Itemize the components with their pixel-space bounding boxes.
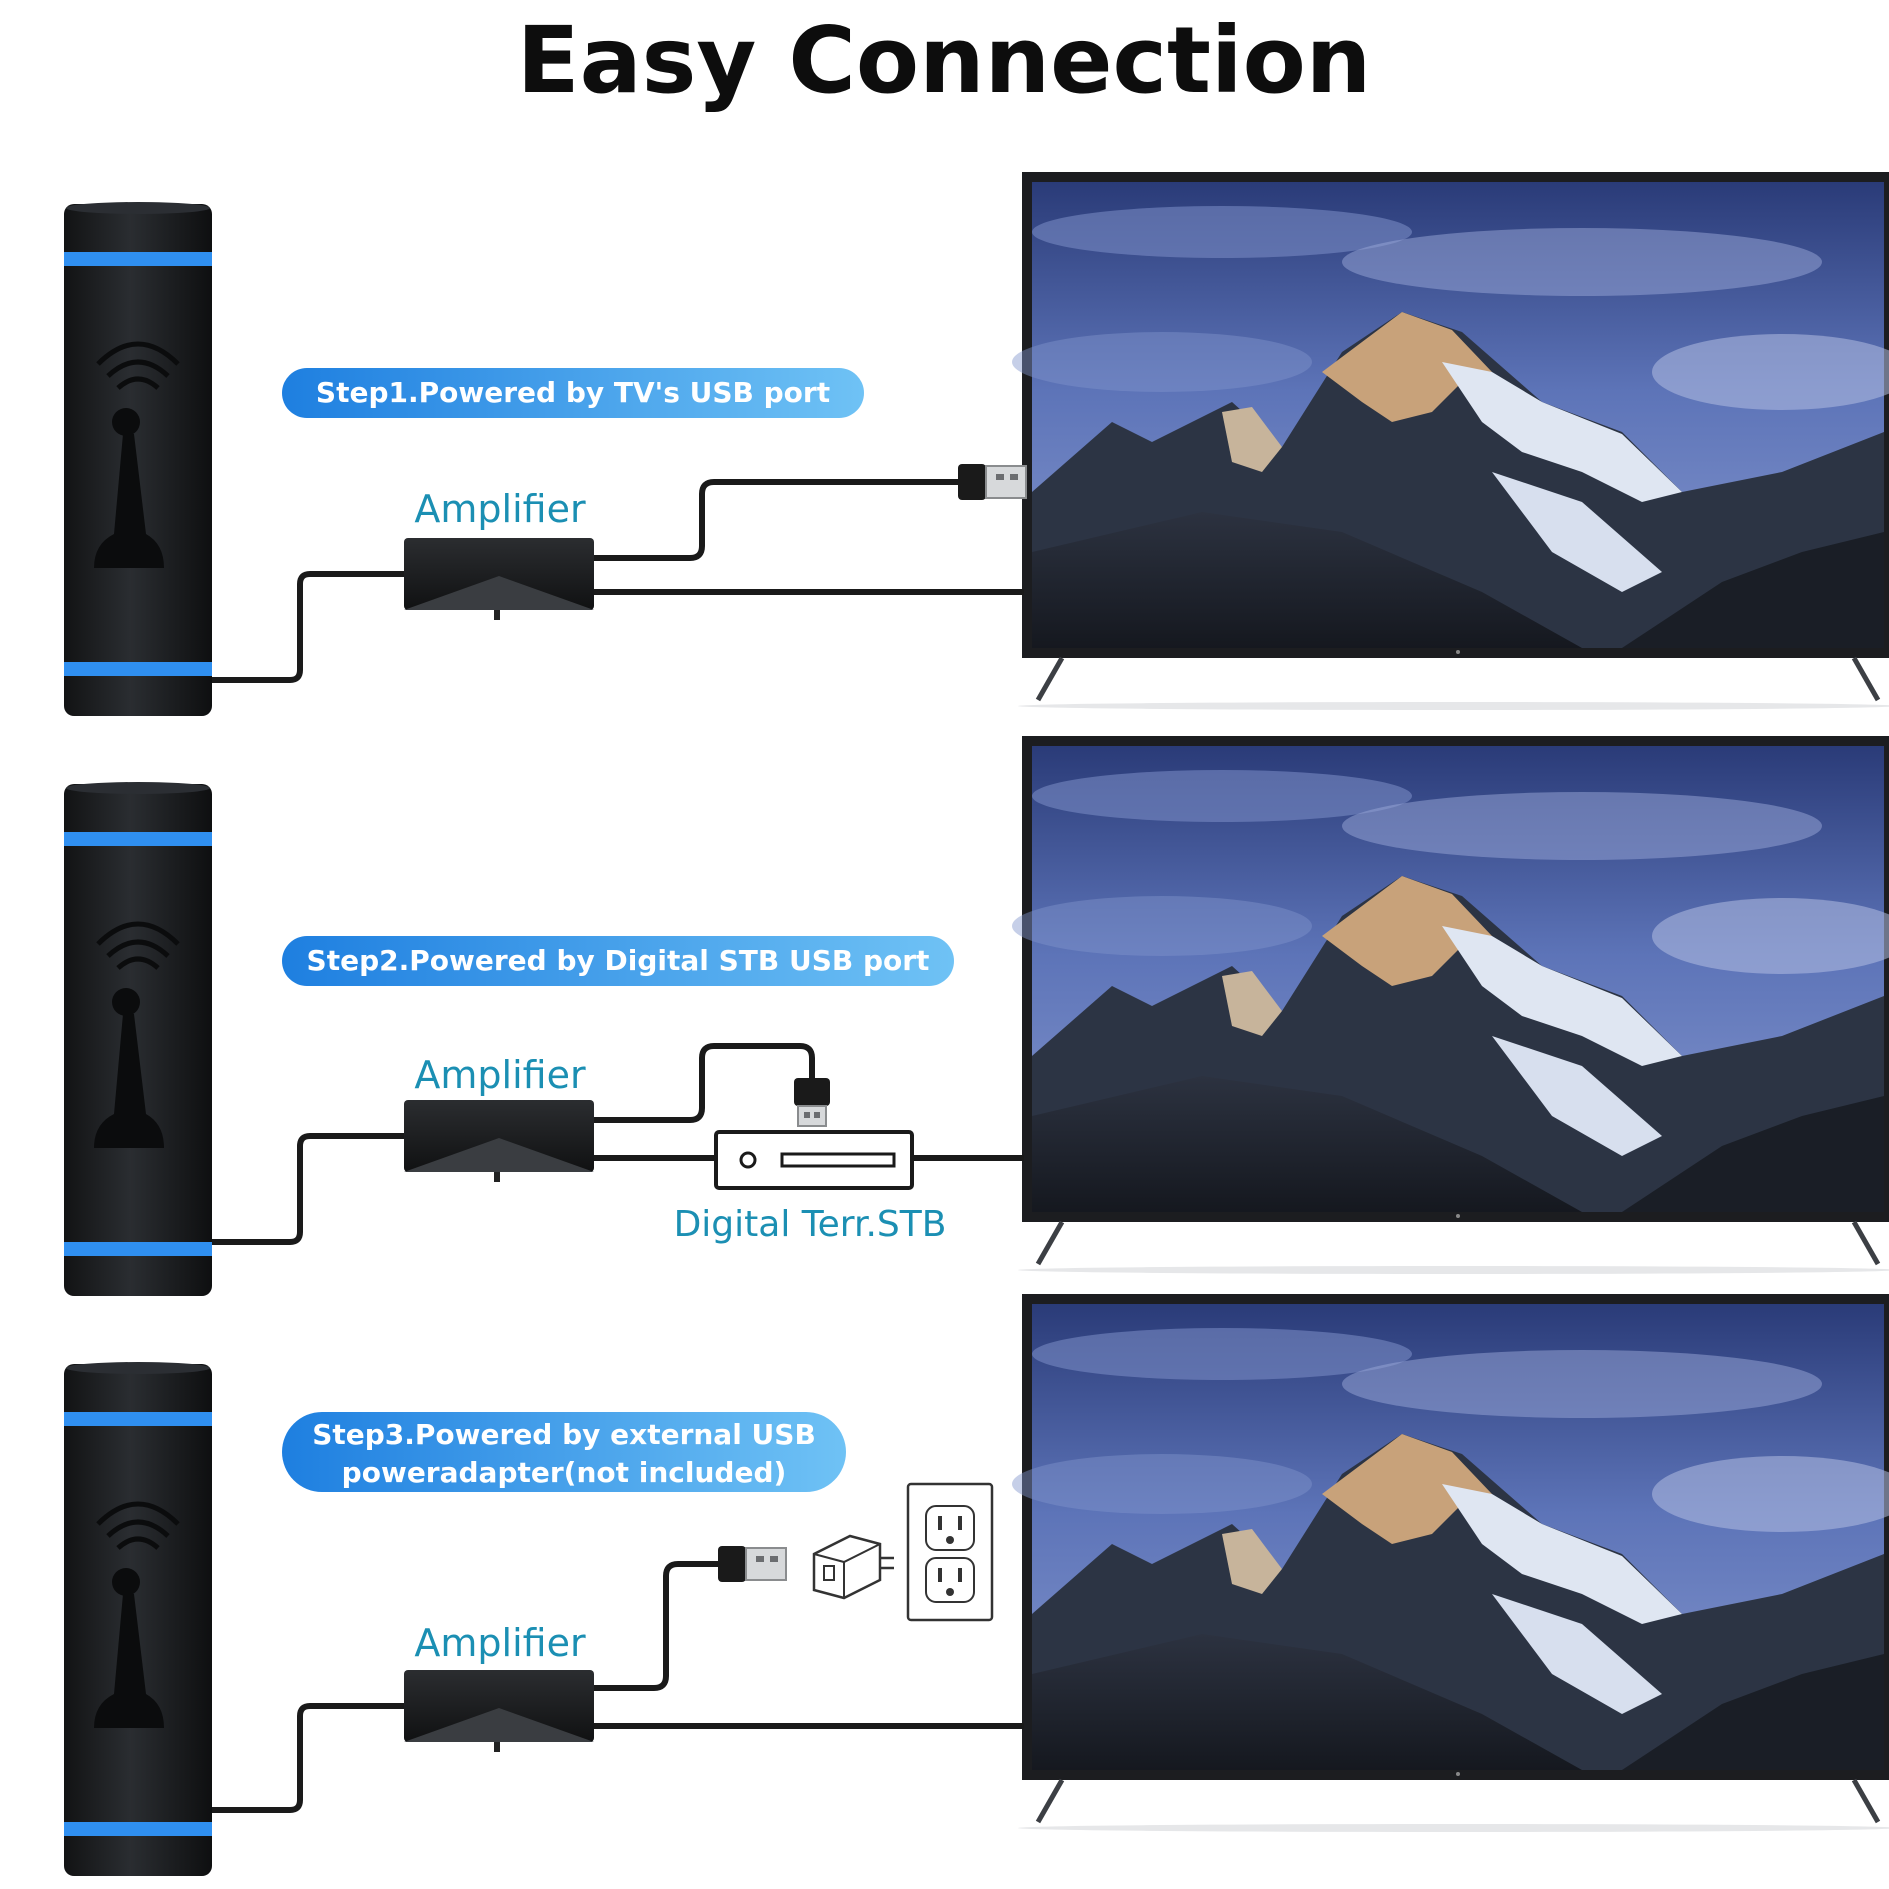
step-1-pill: Step1.Powered by TV's USB port — [282, 368, 864, 418]
step-2-text: Step2.Powered by Digital STB USB port — [307, 944, 930, 977]
step-1: Step1.Powered by TV's USB port Amplifier — [64, 172, 1889, 716]
step-3-text-line1: Step3.Powered by external USB — [312, 1418, 816, 1451]
step-3: Step3.Powered by external USB poweradapt… — [64, 1294, 1889, 1876]
amplifier-icon — [404, 1670, 594, 1752]
step-2-pill: Step2.Powered by Digital STB USB port — [282, 936, 954, 986]
usb-power-adapter-icon — [812, 1534, 894, 1600]
page-title: Easy Connection — [517, 7, 1372, 114]
amplifier-label: Amplifier — [414, 487, 586, 531]
cable — [212, 1133, 406, 1245]
step-1-text: Step1.Powered by TV's USB port — [316, 376, 830, 409]
amplifier-label: Amplifier — [414, 1053, 586, 1097]
antenna-icon — [64, 1362, 212, 1876]
usb-plug-icon — [957, 463, 1027, 501]
step-3-text-line2: poweradapter(not included) — [342, 1456, 787, 1489]
tv-icon — [1012, 736, 1889, 1274]
cable — [212, 571, 406, 683]
stb-label: Digital Terr.STB — [674, 1204, 947, 1245]
step-2: Step2.Powered by Digital STB USB port Am… — [64, 736, 1889, 1296]
tv-icon — [1012, 172, 1889, 710]
antenna-icon — [64, 782, 212, 1296]
wall-outlet-icon — [906, 1482, 994, 1622]
step-3-pill: Step3.Powered by external USB poweradapt… — [282, 1412, 846, 1492]
amplifier-icon — [404, 1100, 594, 1182]
tv-icon — [1012, 1294, 1889, 1832]
amplifier-label: Amplifier — [414, 1621, 586, 1665]
amplifier-icon — [404, 538, 594, 620]
usb-plug-icon — [717, 1545, 787, 1583]
cable — [594, 1561, 722, 1691]
cable — [594, 1043, 815, 1123]
cable — [212, 1703, 406, 1813]
usb-plug-icon — [794, 1078, 830, 1127]
cable — [594, 479, 962, 561]
antenna-icon — [64, 202, 212, 716]
set-top-box-icon — [714, 1130, 914, 1190]
